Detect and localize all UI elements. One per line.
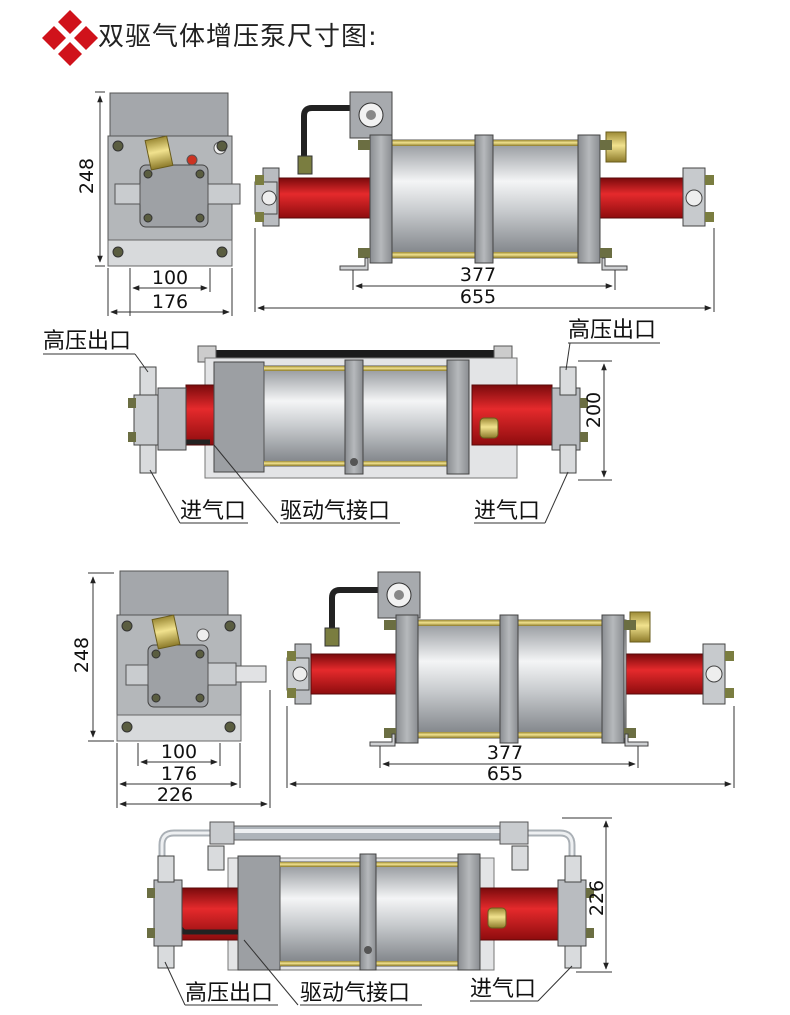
bottom-plan-height-226: 226 xyxy=(586,880,608,916)
top-side-width-100: 100 xyxy=(152,267,188,289)
top-front-width-655: 655 xyxy=(460,286,496,308)
bottom-plan-label-inlet: 进气口 xyxy=(470,977,536,1002)
bottom-side-width-100: 100 xyxy=(161,741,197,763)
bottom-plan-label-drive-port: 驱动气接口 xyxy=(300,981,410,1006)
bottom-plan-label-hp-out: 高压出口 xyxy=(185,981,273,1006)
bottom-side-width-176: 176 xyxy=(161,763,197,785)
top-front-width-377: 377 xyxy=(460,264,496,286)
top-side-width-176: 176 xyxy=(152,291,188,313)
top-plan-label-hp-out-right: 高压出口 xyxy=(568,318,656,343)
top-side-view: 248 100 176 xyxy=(76,91,241,316)
top-plan-label-inlet-left: 进气口 xyxy=(180,499,246,524)
top-plan-label-inlet-right: 进气口 xyxy=(474,499,540,524)
red-diamond-logo-icon xyxy=(42,10,98,66)
top-side-height-dim: 248 xyxy=(76,158,98,194)
top-plan-height-200: 200 xyxy=(583,392,605,428)
top-front-view: 377 655 xyxy=(254,91,715,312)
bottom-plan-view: 226 高压出口 驱动气接口 进气口 xyxy=(147,817,612,1006)
top-plan-label-hp-out-left: 高压出口 xyxy=(43,329,131,354)
header: 双驱气体增压泵尺寸图: xyxy=(0,0,790,70)
bottom-side-view: 248 100 176 226 xyxy=(71,570,271,808)
top-plan-view: 高压出口 高压出口 200 进气口 驱动气接口 进气口 xyxy=(43,318,660,524)
bottom-side-width-226: 226 xyxy=(157,784,193,806)
bottom-side-height-dim: 248 xyxy=(71,637,93,673)
top-plan-label-drive-port: 驱动气接口 xyxy=(280,499,390,524)
bottom-front-width-655: 655 xyxy=(487,763,523,785)
page-title: 双驱气体增压泵尺寸图: xyxy=(98,22,378,52)
bottom-front-view: 377 655 xyxy=(286,571,735,788)
bottom-front-width-377: 377 xyxy=(487,742,523,764)
